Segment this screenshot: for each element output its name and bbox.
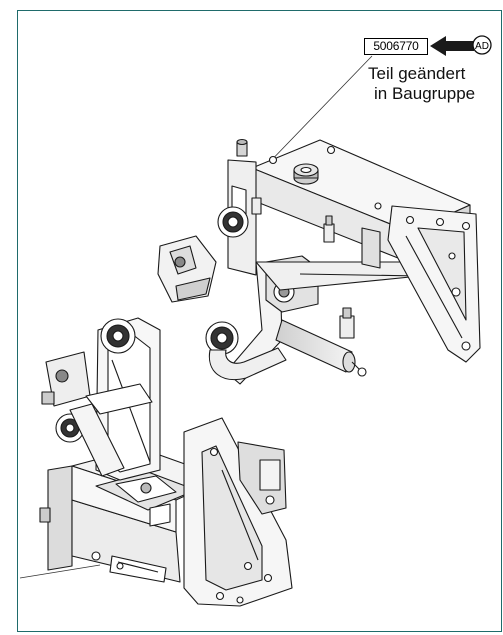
revision-arrow-icon	[430, 35, 492, 56]
part-number-box: 5006770	[364, 38, 428, 55]
drawing-frame	[17, 10, 502, 632]
lower-assembly	[39, 317, 293, 607]
revision-badge: AD	[475, 41, 489, 52]
change-note-line-1: Teil geändert	[368, 64, 466, 83]
leader-line-lower	[19, 564, 101, 579]
leader-line-upper	[261, 55, 373, 171]
upper-assembly	[157, 138, 481, 385]
change-note: Teil geändert in Baugruppe	[360, 64, 502, 104]
change-note-line-2: in Baugruppe	[374, 84, 476, 103]
